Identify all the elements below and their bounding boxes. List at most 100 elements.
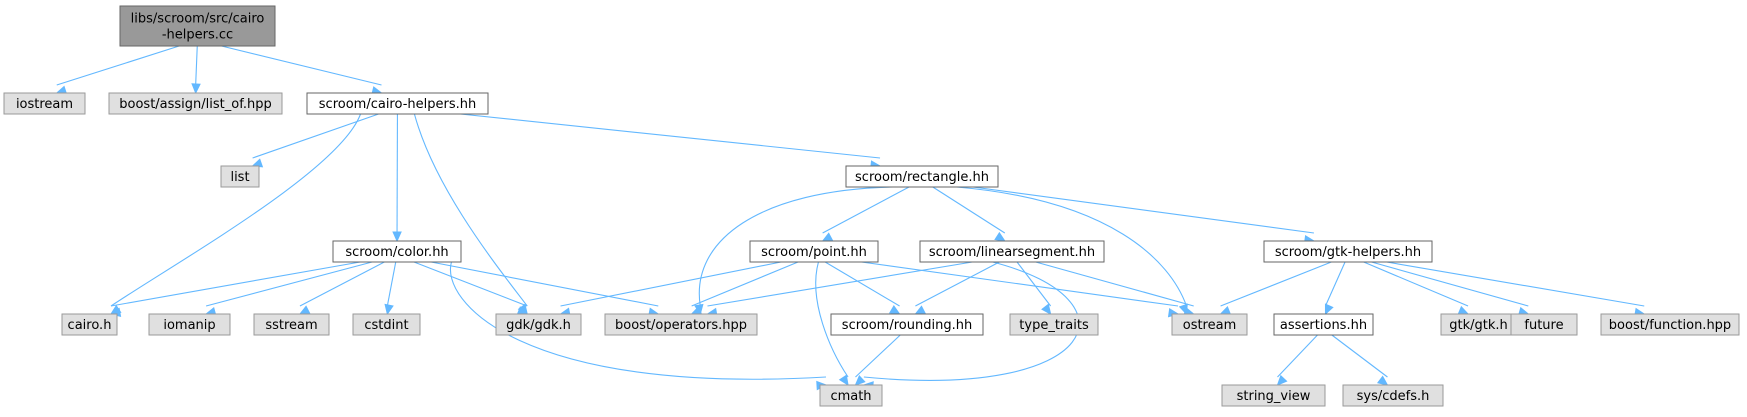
- edge-line: [1016, 261, 1052, 307]
- edge-line: [824, 261, 900, 307]
- node-label: cmath: [830, 389, 871, 404]
- node-future[interactable]: future: [1510, 313, 1578, 336]
- node-box: [830, 313, 984, 336]
- node-label: type_traits: [1019, 318, 1089, 333]
- node-rounding[interactable]: scroom/rounding.hh: [830, 313, 984, 336]
- node-assertions[interactable]: assertions.hh: [1273, 313, 1374, 336]
- node-sys_cdefs[interactable]: sys/cdefs.h: [1342, 384, 1444, 407]
- node-box: [3, 92, 86, 115]
- node-label: scroom/color.hh: [345, 245, 448, 260]
- edge-color-to-cairo_h: [109, 261, 361, 318]
- node-iomanip[interactable]: iomanip: [148, 313, 231, 336]
- edge-line: [1363, 261, 1469, 307]
- edge-root-to-list_of: [191, 45, 201, 95]
- edge-arrowhead: [994, 231, 1006, 242]
- node-label: gtk/gtk.h: [1449, 318, 1508, 333]
- edge-assertions-to-string_view: [1276, 334, 1318, 386]
- node-label: future: [1524, 318, 1563, 333]
- edge-line: [195, 45, 198, 86]
- node-list[interactable]: list: [220, 165, 260, 188]
- edge-arrowhead: [1457, 305, 1470, 315]
- node-box: [845, 165, 999, 188]
- node-label: scroom/gtk-helpers.hh: [1275, 245, 1421, 260]
- node-point[interactable]: scroom/point.hh: [749, 240, 879, 263]
- node-gtk[interactable]: gtk/gtk.h: [1440, 313, 1517, 336]
- node-sstream[interactable]: sstream: [253, 313, 330, 336]
- edge-rectangle-to-gtk_helpers: [973, 186, 1316, 245]
- edge-line: [1371, 261, 1529, 307]
- node-box: [604, 313, 758, 336]
- edge-line: [460, 113, 881, 159]
- node-iostream[interactable]: iostream: [3, 92, 86, 115]
- edge-line: [691, 261, 799, 307]
- edge-linearsegment-to-ostream: [1035, 261, 1195, 317]
- node-label: scroom/linearsegment.hh: [929, 245, 1095, 260]
- edge-line: [413, 261, 528, 307]
- node-string_view[interactable]: string_view: [1221, 384, 1326, 407]
- node-box: [1273, 313, 1374, 336]
- node-box: [1510, 313, 1578, 336]
- node-box: [919, 240, 1105, 263]
- node-operators[interactable]: boost/operators.hpp: [604, 313, 758, 336]
- node-color[interactable]: scroom/color.hh: [332, 240, 462, 263]
- edge-line: [822, 186, 910, 234]
- node-gdk[interactable]: gdk/gdk.h: [495, 313, 582, 336]
- edge-gtk_helpers-to-future: [1371, 261, 1530, 317]
- edge-arrowhead: [392, 231, 402, 243]
- edge-cairo_helpers-to-rectangle: [460, 113, 882, 170]
- edge-line: [430, 261, 659, 307]
- edge-line: [1324, 261, 1346, 307]
- edge-line: [861, 261, 1179, 307]
- edge-gtk_helpers-to-function: [1386, 261, 1646, 318]
- node-cairo_h[interactable]: cairo.h: [61, 313, 118, 336]
- node-label: libs/scroom/src/cairo: [131, 12, 265, 27]
- edge-rectangle-to-point: [821, 186, 910, 242]
- edge-line: [815, 261, 849, 378]
- edge-point-to-gdk: [559, 261, 782, 317]
- edge-color-to-operators: [430, 261, 660, 317]
- edge-line: [932, 186, 1006, 234]
- edge-line: [205, 261, 373, 307]
- node-root[interactable]: libs/scroom/src/cairo-helpers.cc: [119, 5, 276, 47]
- edge-arrowhead: [1276, 374, 1288, 386]
- edge-arrowhead: [1041, 303, 1052, 315]
- node-label: -helpers.cc: [162, 28, 233, 43]
- node-box: [220, 165, 260, 188]
- edge-gtk_helpers-to-gtk: [1363, 261, 1470, 315]
- node-label: scroom/rectangle.hh: [855, 170, 989, 185]
- node-label: gdk/gdk.h: [506, 318, 571, 333]
- node-label: sstream: [265, 318, 317, 333]
- node-label: boost/function.hpp: [1609, 318, 1731, 333]
- edge-arrowhead: [1219, 306, 1232, 315]
- node-label: scroom/point.hh: [761, 245, 867, 260]
- node-box: [495, 313, 582, 336]
- node-function[interactable]: boost/function.hpp: [1600, 313, 1740, 336]
- node-cstdint[interactable]: cstdint: [352, 313, 421, 336]
- node-box: [1263, 240, 1433, 263]
- node-gtk_helpers[interactable]: scroom/gtk-helpers.hh: [1263, 240, 1433, 263]
- node-box: [749, 240, 879, 263]
- nodes-layer: libs/scroom/src/cairo-helpers.cc iostream…: [3, 5, 1740, 407]
- node-linearsegment[interactable]: scroom/linearsegment.hh: [919, 240, 1105, 263]
- node-box: [1600, 313, 1740, 336]
- edge-root-to-cairo_helpers: [221, 45, 383, 96]
- node-type_traits[interactable]: type_traits: [1009, 313, 1099, 336]
- node-label: cairo.h: [68, 318, 112, 333]
- edges-layer: [55, 45, 1646, 391]
- node-cmath[interactable]: cmath: [819, 384, 883, 407]
- node-box: [1009, 313, 1099, 336]
- node-box: [253, 313, 330, 336]
- node-ostream[interactable]: ostream: [1171, 313, 1248, 336]
- node-rectangle[interactable]: scroom/rectangle.hh: [845, 165, 999, 188]
- edge-line: [221, 45, 382, 86]
- edge-line: [1035, 261, 1194, 307]
- edge-arrowhead: [191, 83, 201, 95]
- node-label: boost/assign/list_of.hpp: [119, 97, 271, 112]
- edge-arrowhead: [838, 374, 849, 387]
- edge-line: [560, 261, 782, 307]
- node-cairo_helpers[interactable]: scroom/cairo-helpers.hh: [306, 92, 489, 115]
- node-list_of[interactable]: boost/assign/list_of.hpp: [108, 92, 283, 115]
- node-box: [1221, 384, 1326, 407]
- edge-line: [299, 261, 385, 307]
- node-label: assertions.hh: [1280, 318, 1367, 333]
